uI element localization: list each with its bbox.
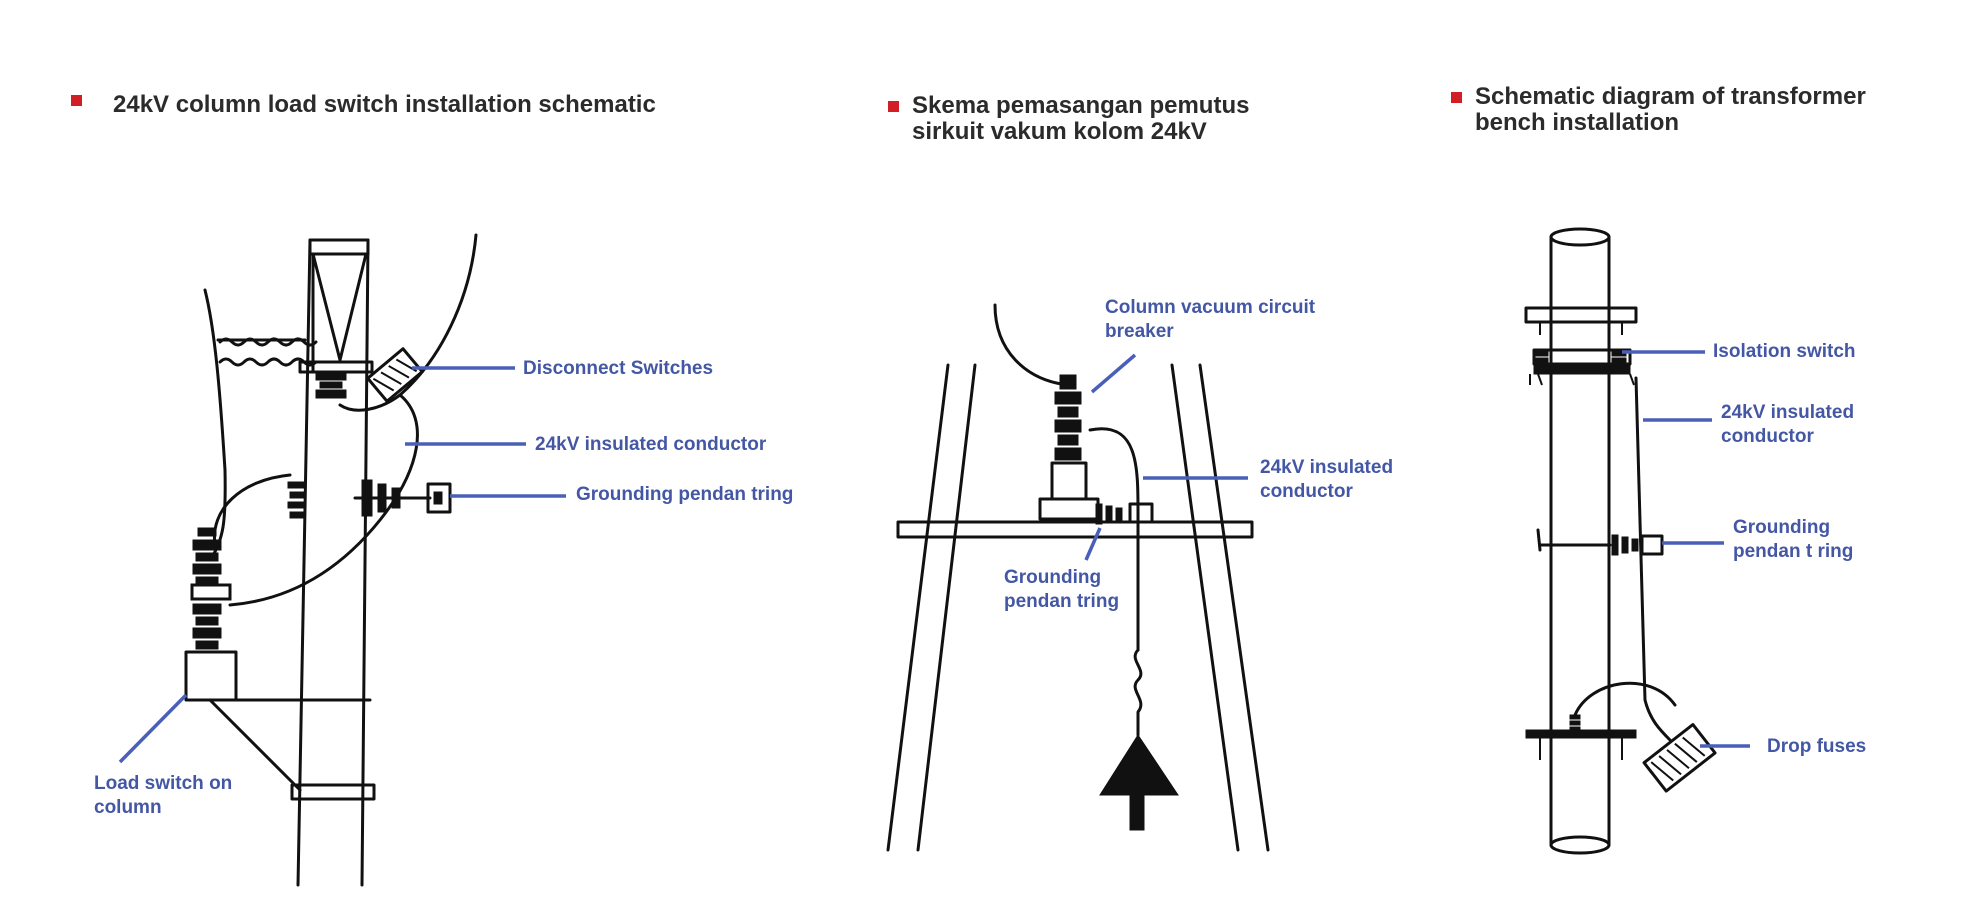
callout-load-switch: Load switch on column [94,773,233,818]
callout-grounding-ring-1: Grounding pendan tring [576,484,794,505]
title-bullet-2 [888,101,899,112]
panel-1-title: 24kV column load switch installation sch… [113,91,656,118]
title-bullet-3 [1451,92,1462,103]
callout-drop-fuses: Drop fuses [1767,736,1867,757]
callout-insulated-conductor-1: 24kV insulated conductor [535,434,767,455]
title-bullet-1 [71,95,82,106]
callout-vacuum-breaker: Column vacuum circuit breaker [1105,297,1316,342]
callout-grounding-ring-3: Grounding pendan t ring [1733,517,1854,562]
transformer-bench-drawing [1524,227,1750,855]
load-switch-drawing [118,233,566,887]
callout-insulated-conductor-3: 24kV insulated conductor [1721,402,1855,447]
callout-grounding-ring-2: Grounding pendan tring [1004,567,1120,612]
callout-disconnect-switches: Disconnect Switches [523,358,714,379]
panel-3-title: Schematic diagram of transformer bench i… [1475,83,1866,136]
vacuum-breaker-drawing [886,303,1270,852]
callout-isolation-switch: Isolation switch [1713,341,1856,362]
panel-2-title: Skema pemasangan pemutus sirkuit vakum k… [912,92,1250,145]
callout-insulated-conductor-2: 24kV insulated conductor [1260,457,1394,502]
